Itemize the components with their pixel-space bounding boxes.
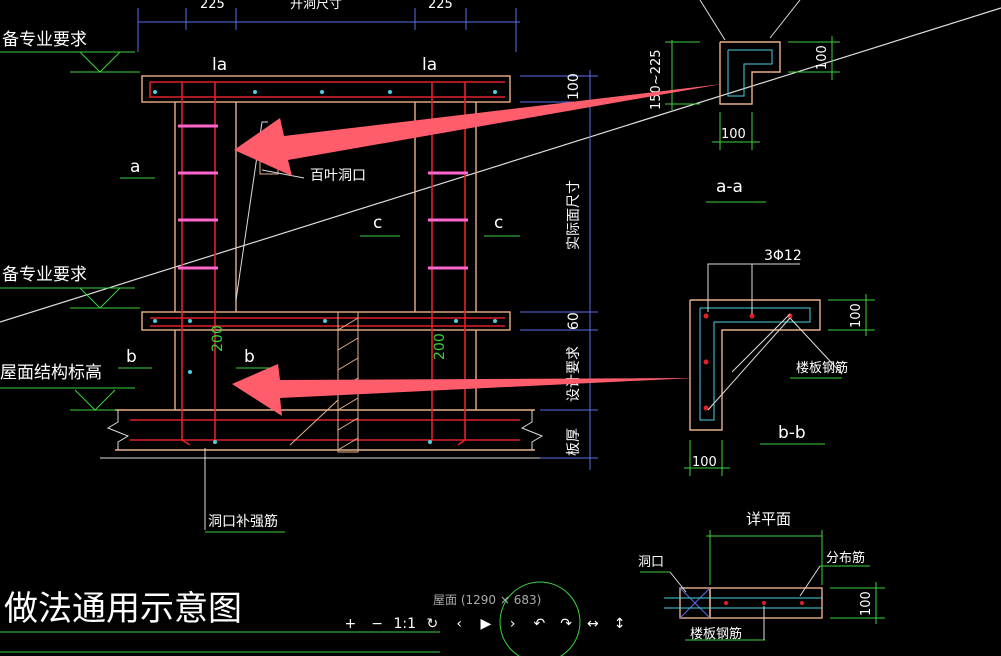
bb-leaders (707, 263, 843, 411)
level-mark-top (0, 51, 140, 73)
diagonal-line (0, 7, 1001, 323)
right-dimension-chain (520, 70, 598, 470)
viewer-circle (499, 581, 581, 656)
rebar-dots (153, 90, 497, 444)
bb-rebar-spec: 3Φ12 (764, 248, 802, 264)
zoom-out-button[interactable]: − (371, 616, 383, 632)
plan-slab-rebar: 楼板钢筋 (690, 626, 742, 642)
bb-section-rebar (699, 307, 811, 421)
louver-leader (261, 169, 305, 179)
dim-actual-size: 实际面尺寸 (566, 180, 582, 250)
plan-dim-100: 100 (859, 591, 874, 616)
dim-200-left: 200 (210, 325, 226, 352)
dim-100-top: 100 (566, 73, 582, 100)
plan-rebar-dots (724, 601, 804, 605)
break-marks (100, 410, 560, 459)
bb-section-label: b-b (778, 423, 806, 443)
fit-width-button[interactable]: ↔ (587, 616, 599, 632)
bb-section-outline (689, 299, 821, 431)
aa-section-outline (719, 41, 781, 105)
bb-dim-100-right: 100 (849, 303, 864, 328)
previous-button[interactable]: ‹ (456, 616, 462, 632)
plan-leaders (669, 565, 821, 640)
aa-leader-1 (699, 0, 726, 41)
rotate-button[interactable]: ↻ (426, 616, 439, 632)
aa-leader-2 (769, 0, 801, 39)
aa-dim-100-right: 100 (815, 45, 830, 70)
dim-slab-thickness: 板厚 (566, 428, 582, 456)
bb-dim-100-bottom: 100 (692, 455, 717, 470)
top-dimension-chain (137, 8, 520, 52)
zoom-in-button[interactable]: + (344, 616, 357, 632)
level-mark-bottom (0, 387, 140, 411)
section-b-left: b (126, 347, 137, 367)
roof-structure-elevation: 屋面结构标高 (0, 363, 102, 383)
dim-225-left: 225 (200, 0, 225, 12)
plan-dimensions (640, 530, 885, 641)
fit-height-button[interactable]: ↕ (613, 616, 626, 632)
actual-size-button[interactable]: 1:1 (393, 616, 417, 632)
aa-dim-100-bottom: 100 (721, 127, 746, 142)
opening-reinforcement-note: 洞口补强筋 (208, 513, 278, 530)
next-button[interactable]: › (509, 616, 516, 632)
viewer-toolbar: + − 1:1 ↻ ‹ ▶ › ↶ ↷ ↔ ↕ (340, 610, 630, 638)
section-c-right: c (494, 213, 503, 233)
concrete-outline (115, 75, 535, 451)
plan-rebar-lines (664, 597, 822, 609)
section-b-mid: b (244, 347, 255, 367)
redo-button[interactable]: ↷ (560, 616, 573, 632)
arrow-to-bottom-region (232, 364, 694, 416)
dim-design-req: 设计要求 (566, 346, 582, 402)
plan-outline (679, 587, 823, 619)
aa-section-rebar (727, 49, 773, 97)
drawing-title: 做法通用示意图 (4, 589, 242, 629)
section-c-left: c (373, 213, 382, 233)
play-button[interactable]: ▶ (480, 616, 492, 632)
bb-rebar-dots (703, 313, 793, 411)
plan-hole-label: 洞口 (638, 555, 664, 570)
annotation-arrows (232, 84, 722, 416)
la-left-label: la (212, 55, 227, 75)
dim-200-right: 200 (432, 333, 448, 360)
aa-dim-150-225: 150~225 (649, 49, 664, 110)
plan-distribution-rebar: 分布筋 (826, 550, 865, 566)
dim-60: 60 (566, 312, 582, 330)
bb-dimensions (684, 294, 875, 476)
plan-title: 详平面 (746, 510, 791, 528)
dim-opening: 开洞尺寸 (290, 0, 342, 12)
louver-leader-2 (235, 121, 268, 301)
level-mark-mid (0, 287, 140, 309)
plan-hole-cross (679, 587, 711, 619)
aa-section-label: a-a (716, 177, 743, 197)
bb-slab-rebar-note: 楼板钢筋 (796, 360, 848, 376)
equipment-req-mid: 备专业要求 (2, 265, 87, 285)
arrow-to-stirrups (234, 84, 722, 176)
aa-dimensions (665, 36, 840, 203)
section-a-label: a (130, 157, 140, 177)
louver-opening-label: 百叶洞口 (310, 168, 366, 184)
image-caption: 屋面 (1290 × 683) (433, 593, 542, 607)
undo-button[interactable]: ↶ (533, 616, 546, 632)
dim-225-right: 225 (428, 0, 453, 12)
equipment-req-top: 备专业要求 (2, 30, 87, 50)
la-right-label: la (422, 55, 437, 75)
